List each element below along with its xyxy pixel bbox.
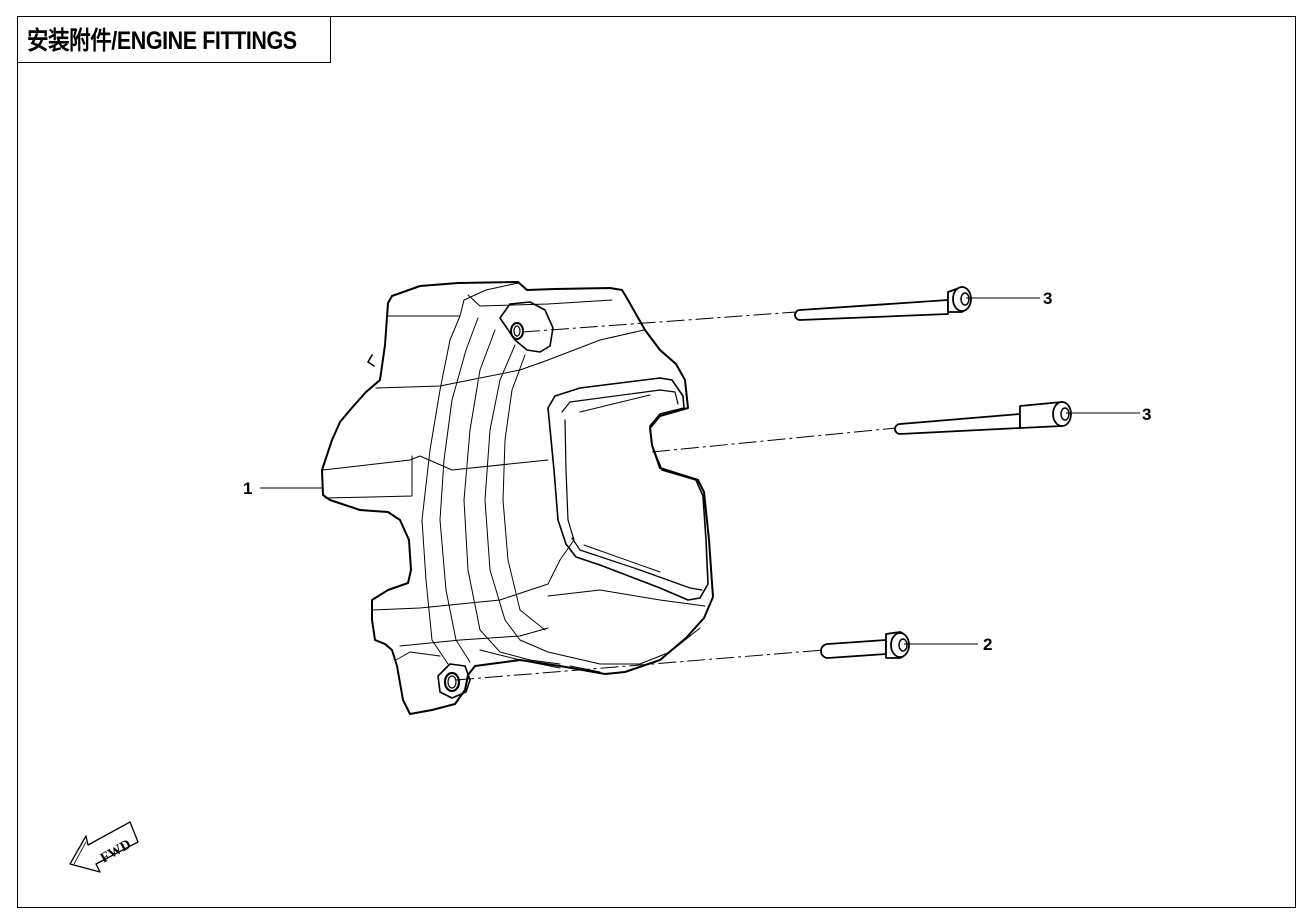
- leader-lines: [260, 297, 1140, 645]
- callout-3-middle: 3: [1142, 405, 1151, 424]
- bolt-middle: [894, 401, 1072, 435]
- page-title: 安装附件/ENGINE FITTINGS: [27, 27, 297, 55]
- title-box: 安装附件/ENGINE FITTINGS: [17, 16, 331, 63]
- assembly-centerlines: [455, 311, 897, 681]
- drawing-frame: [17, 16, 1296, 908]
- bolt-lower: [820, 631, 910, 659]
- engine-cover-part: [321, 281, 714, 715]
- forward-arrow-icon: FWD: [69, 821, 139, 873]
- callout-3-upper: 3: [1043, 289, 1052, 308]
- bolt-upper: [794, 286, 972, 321]
- callout-2: 2: [983, 635, 992, 654]
- callout-1: 1: [243, 479, 252, 498]
